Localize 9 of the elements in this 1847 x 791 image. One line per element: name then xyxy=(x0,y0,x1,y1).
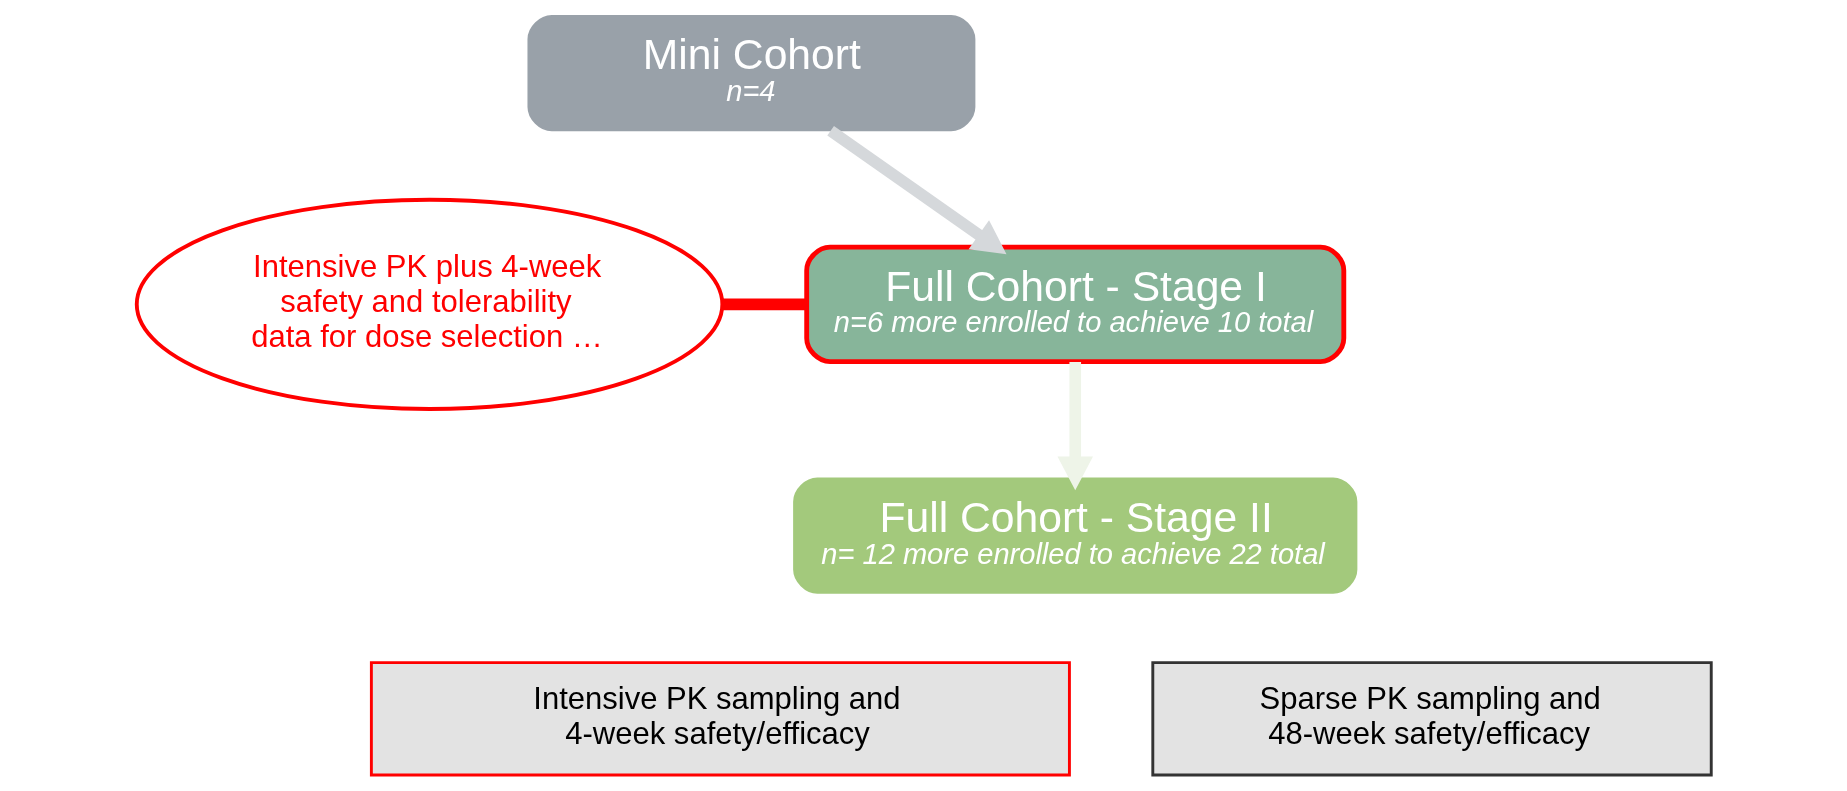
node-ellipse: Intensive PK plus 4-week safety and tolerability data for dose selection … xyxy=(134,197,724,411)
arrow xyxy=(826,125,1007,255)
node-box: Intensive PK sampling and 4-week safety/efficacy xyxy=(369,661,1071,777)
node-box: Sparse PK sampling and 48-week safety/efficacy xyxy=(1150,661,1713,777)
connector xyxy=(722,298,806,311)
arrow xyxy=(1057,361,1093,491)
node-box: Full Cohort - Stage II n= 12 more enrolled to achieve 22 total xyxy=(792,477,1357,594)
node-box: Full Cohort - Stage I n=6 more enrolled to achieve 10 total xyxy=(803,244,1346,364)
node-box: Mini Cohort n=4 xyxy=(526,15,975,132)
